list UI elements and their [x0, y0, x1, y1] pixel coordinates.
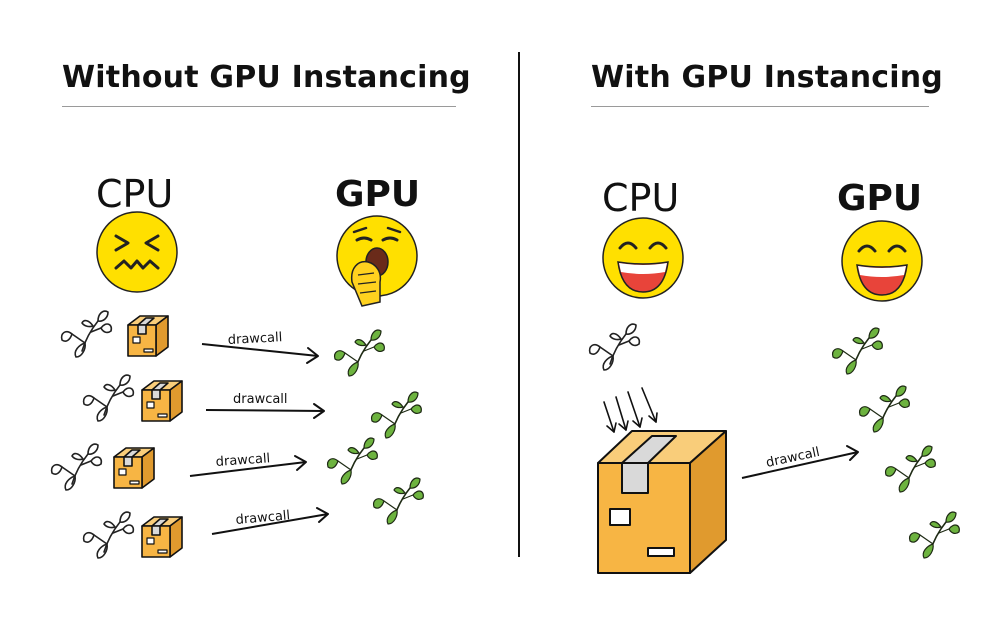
left-cpu-label: CPU [96, 172, 174, 216]
outline-sprout-icon [82, 374, 135, 422]
left-gpu-label: GPU [335, 174, 421, 215]
big-box [597, 430, 727, 574]
right-panel-title: With GPU Instancing [591, 60, 943, 95]
green-sprout-icon [908, 511, 961, 559]
box-icon [113, 447, 155, 489]
green-sprout-icon [326, 437, 379, 485]
drawcall-label: drawcall [215, 451, 270, 470]
right-gpu-label: GPU [837, 178, 923, 219]
green-sprout-icon [831, 327, 884, 375]
drawcall-arrow [211, 507, 329, 535]
drawcall-label: drawcall [227, 330, 282, 348]
panel-divider [518, 52, 520, 557]
drawcall-label: drawcall [235, 508, 291, 528]
drawcall-arrow-instanced [741, 445, 859, 479]
box-icon [141, 380, 183, 422]
instancing-arrows [603, 387, 658, 433]
drawcall-label: drawcall [233, 392, 288, 407]
outline-sprout-icon [82, 511, 135, 559]
drawcall-arrow [205, 403, 325, 419]
green-sprout-icon [372, 477, 425, 525]
outline-sprout-icon [60, 310, 113, 358]
left-panel-title: Without GPU Instancing [62, 60, 471, 95]
right-title-underline [591, 106, 929, 107]
box-icon [141, 516, 183, 558]
right-cpu-label: CPU [602, 176, 680, 220]
green-sprout-icon [370, 391, 423, 439]
gpu-tired-emoji [336, 215, 418, 307]
left-title-underline [62, 106, 456, 107]
gpu-happy-emoji [841, 220, 923, 302]
cpu-stressed-emoji [96, 211, 178, 293]
box-icon [127, 315, 169, 357]
drawcall-arrow [189, 455, 307, 477]
green-sprout-icon [884, 445, 937, 493]
green-sprout-icon [858, 385, 911, 433]
outline-sprout-icon [50, 443, 103, 491]
outline-sprout-icon [588, 323, 641, 371]
cpu-happy-emoji [602, 217, 684, 299]
drawcall-arrow [201, 343, 319, 364]
green-sprout-icon [333, 329, 386, 377]
